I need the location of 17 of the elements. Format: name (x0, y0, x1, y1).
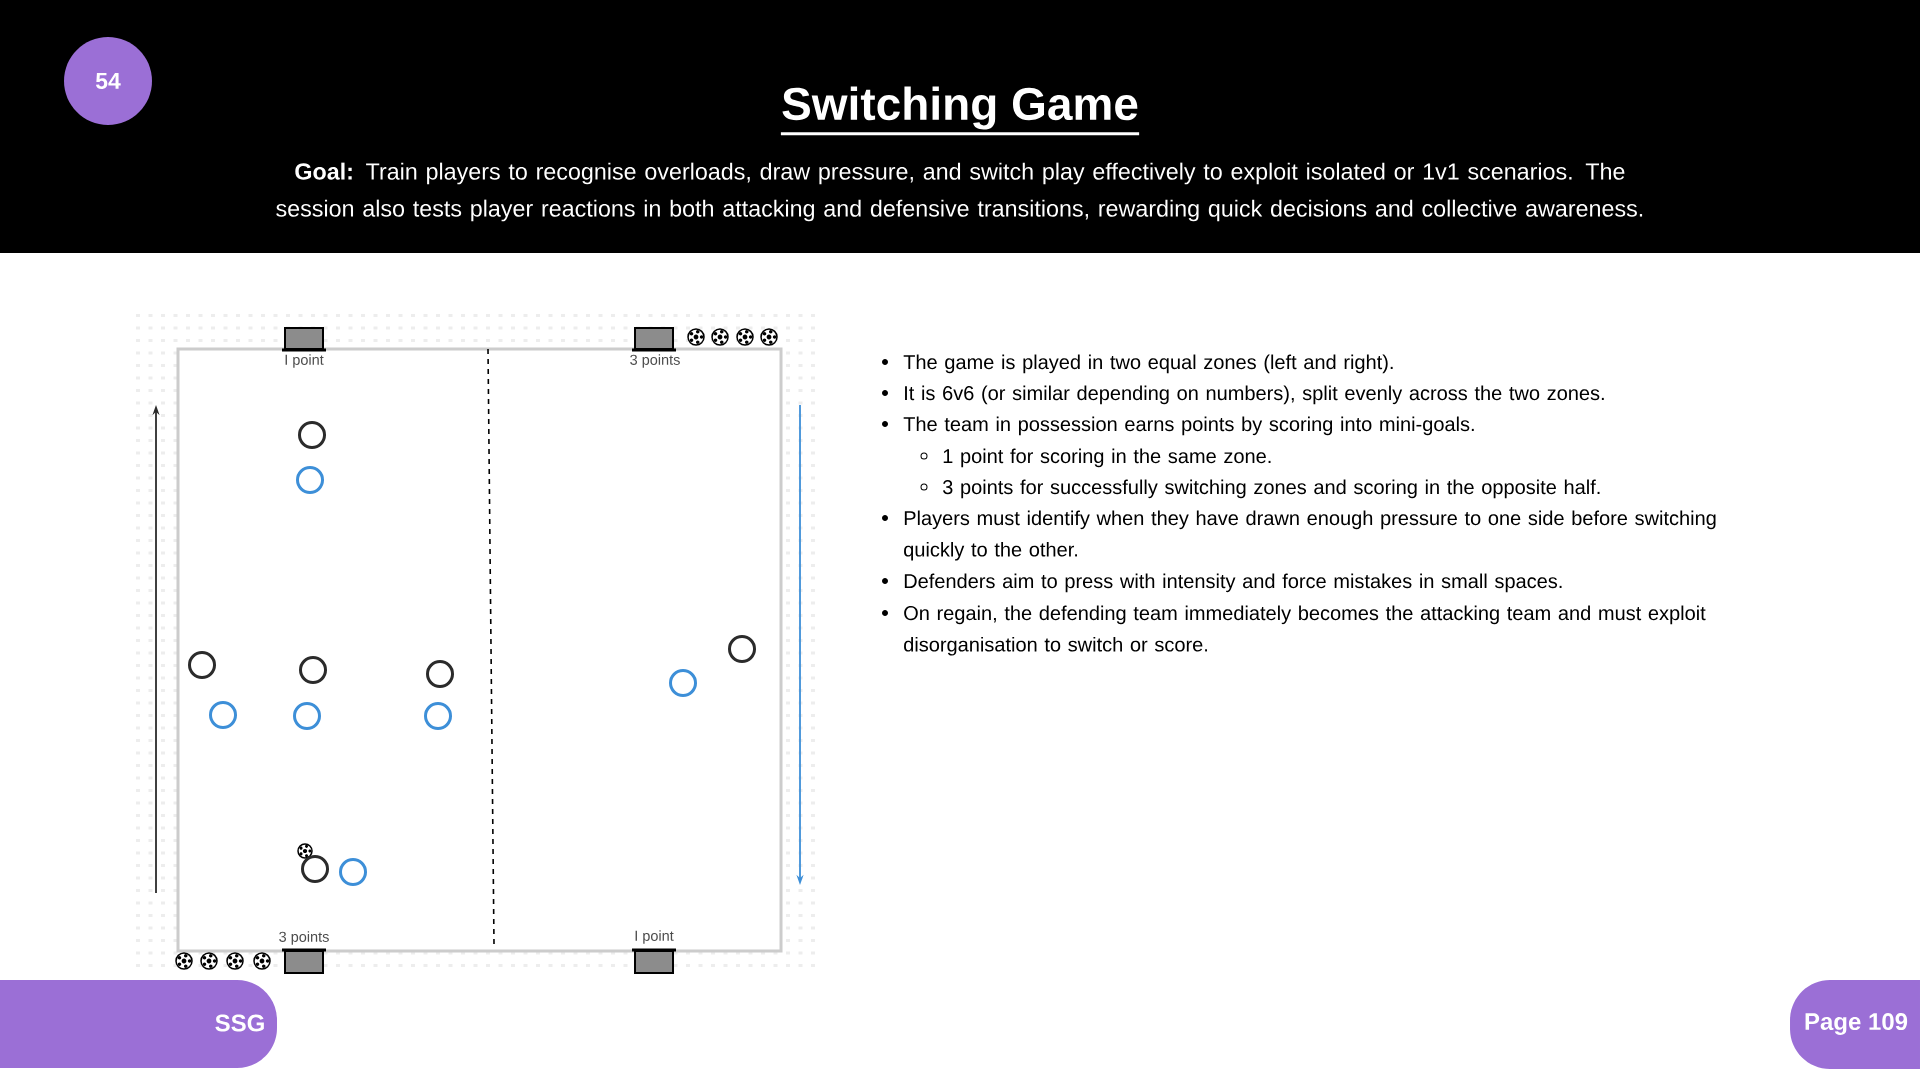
points-label: 3 points (630, 354, 680, 368)
bullet-item: The game is played in two equal zones (left and right). (882, 354, 1393, 374)
points-label: I point (635, 930, 674, 944)
points-label: I point (285, 354, 324, 368)
bullet-item: The team in possession earns points by scoring into mini-goals. (882, 416, 1474, 436)
goal-text: Goal: Train players to recognise overloads, draw pressure, and switch play effectively to exploit isolated or 1v1 scenarios. The session also tests player reactions in both attacking and defensive transitions, rewarding quick decisions and collective awareness. (276, 162, 1643, 222)
bullet-item: On regain, the defending team immediately becomes the attacking team and must exploit disorganisation to switch or score. (882, 605, 1706, 656)
bullet-item: It is 6v6 (or similar depending on numbers), split evenly across the two zones. (882, 385, 1604, 405)
bullet-item: 1 point for scoring in the same zone. (920, 448, 1271, 468)
category-tab: SSG (0, 980, 277, 1068)
bullet-item: 3 points for successfully switching zones and scoring in the opposite half. (920, 479, 1600, 499)
points-label: 3 points (279, 931, 329, 945)
number-badge: 54 (64, 37, 152, 125)
bullet-item: Players must identify when they have drawn enough pressure to one side before switching quickly to the other. (882, 510, 1716, 561)
bullet-item: Defenders aim to press with intensity and force mistakes in small spaces. (882, 573, 1562, 593)
title: Switching Game (780, 86, 1140, 136)
page-tab: Page 109 (1790, 980, 1920, 1069)
